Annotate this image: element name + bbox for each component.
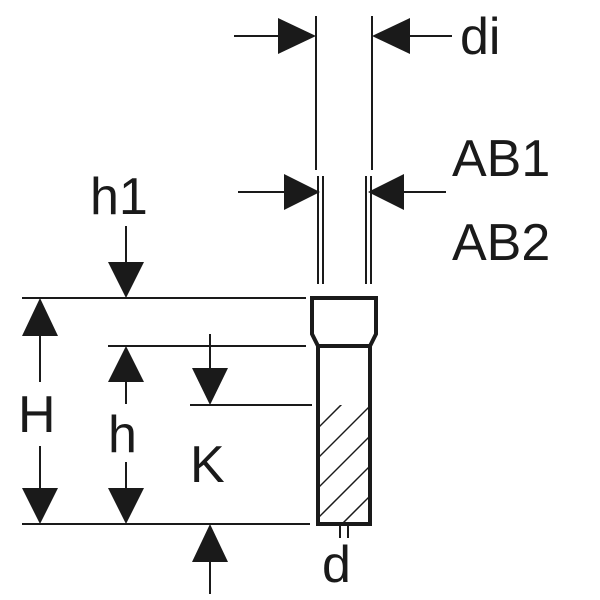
- di-dimension: di: [234, 8, 500, 170]
- H-arrow-up: [22, 298, 58, 336]
- socket-outline: [310, 296, 378, 348]
- H-dimension: H: [18, 298, 58, 524]
- ab2-label: AB2: [452, 214, 550, 272]
- K-arrow-up: [192, 524, 228, 562]
- ab-arrow-left-pointing: [368, 174, 404, 210]
- ab1-label: AB1: [452, 130, 550, 188]
- di-arrow-left-pointing: [372, 18, 410, 54]
- ab-dimension: AB1 AB2: [238, 130, 550, 284]
- K-dimension: K: [190, 334, 228, 594]
- hatched-section: [320, 405, 368, 522]
- h1-label: h1: [90, 168, 148, 226]
- h-arrow-up: [108, 346, 144, 382]
- d-label: d: [322, 536, 351, 594]
- fitting-part: [310, 296, 378, 538]
- H-arrow-down: [22, 488, 58, 524]
- shaft-outline: [316, 344, 372, 526]
- h1-arrow-down: [108, 262, 144, 298]
- ab-arrow-right-pointing: [284, 174, 320, 210]
- h-arrow-down: [108, 488, 144, 524]
- K-arrow-down: [192, 368, 228, 405]
- K-label: K: [190, 436, 225, 494]
- h1-dimension: h1: [90, 168, 148, 298]
- di-label: di: [460, 8, 500, 66]
- h-label: h: [108, 406, 137, 464]
- di-arrow-right-pointing: [278, 18, 316, 54]
- H-label: H: [18, 386, 56, 444]
- h-dimension: h: [108, 346, 144, 524]
